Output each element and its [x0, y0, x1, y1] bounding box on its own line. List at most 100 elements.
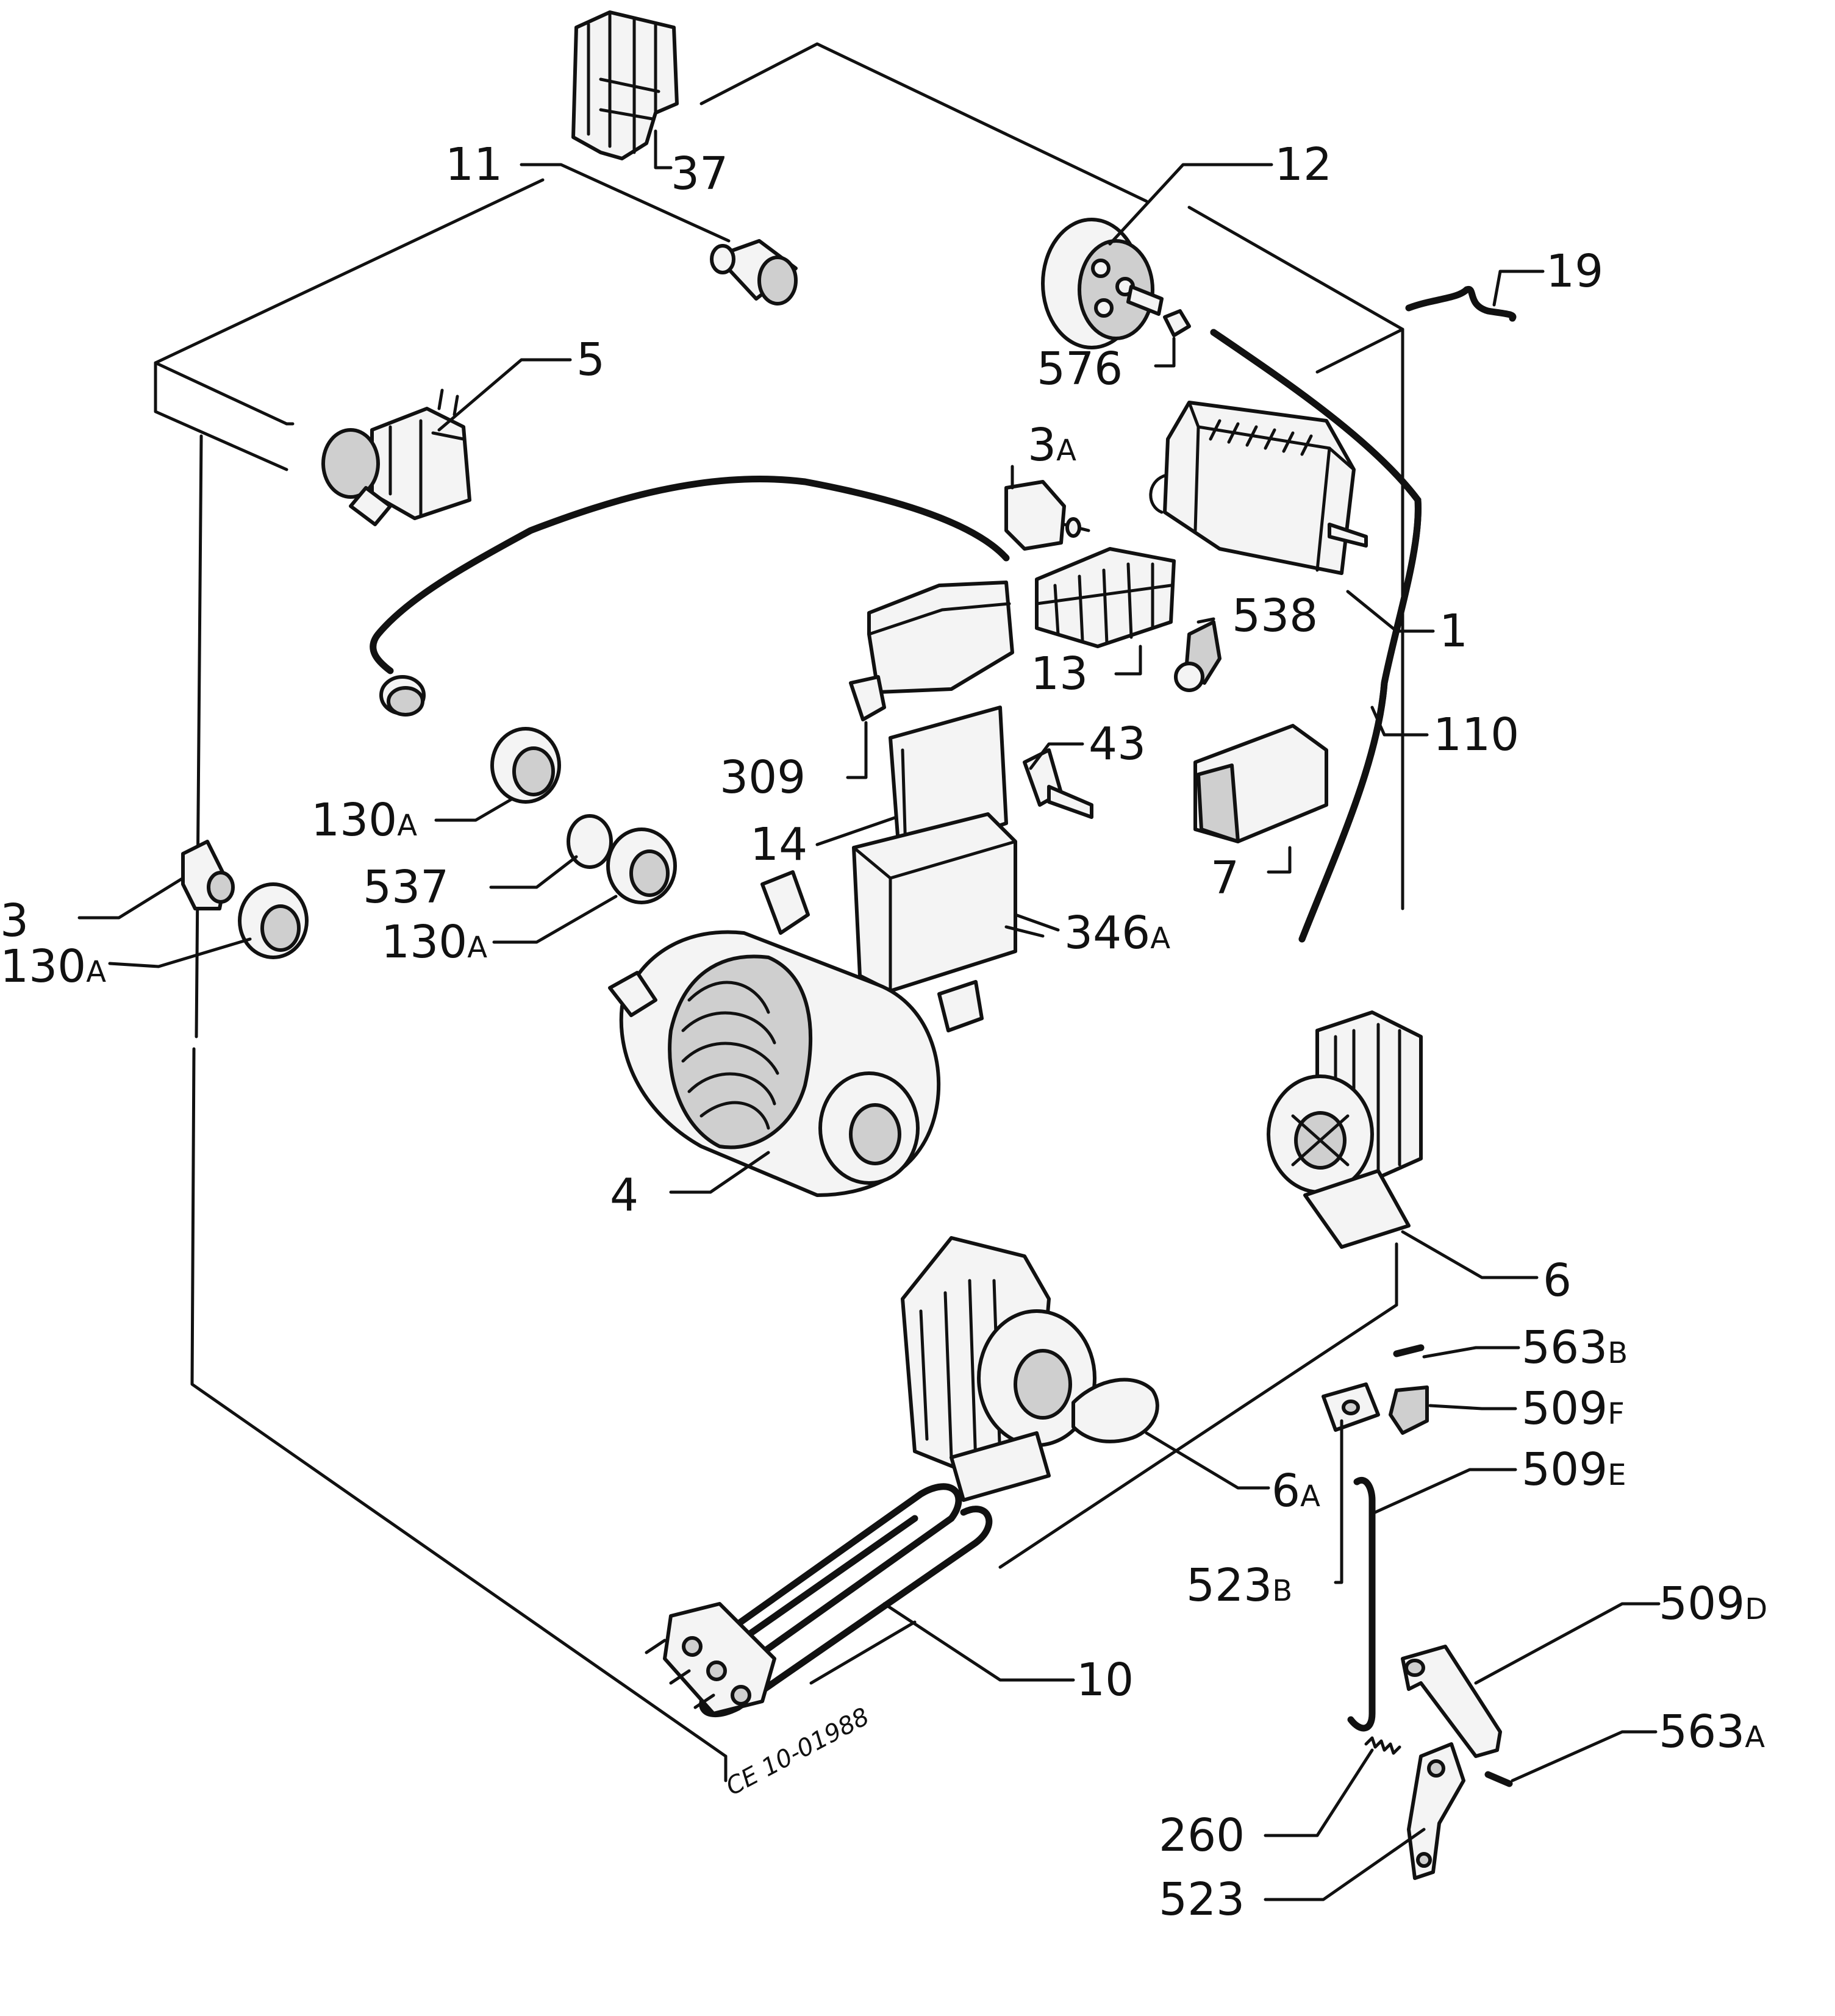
part-3a-door-switch — [1004, 480, 1090, 551]
label-number: 523 — [1159, 1873, 1245, 1926]
label-563b: 563B — [1522, 1321, 1628, 1374]
callout-labels: 37 11 12 19 576 5 3A 1 538 13 110 43 309… — [0, 138, 1767, 1926]
label-number: 37 — [671, 148, 728, 200]
label-suffix: D — [1745, 1592, 1767, 1626]
part-576-small-screw — [1163, 309, 1191, 337]
label-130a-top: 130A — [311, 794, 417, 846]
label-509e: 509E — [1522, 1443, 1626, 1496]
label-number: 523 — [1186, 1559, 1272, 1612]
label-number: 6 — [1543, 1254, 1572, 1307]
label-523: 523 — [1159, 1873, 1245, 1926]
label-number: 260 — [1159, 1809, 1245, 1862]
label-7: 7 — [1211, 852, 1239, 904]
label-number: 110 — [1433, 709, 1519, 761]
label-number: 14 — [750, 818, 807, 871]
label-suffix: F — [1608, 1397, 1625, 1431]
part-110-hose — [1210, 329, 1422, 943]
label-number: 130 — [311, 794, 397, 846]
label-number: 6 — [1272, 1465, 1300, 1517]
label-6a: 6A — [1272, 1465, 1320, 1517]
label-number: 43 — [1089, 718, 1146, 770]
label-suffix: B — [1272, 1574, 1292, 1608]
part-509e-rod — [1347, 1477, 1376, 1732]
part-43-switch — [1023, 748, 1093, 819]
label-5: 5 — [576, 334, 605, 386]
label-number: 7 — [1211, 852, 1239, 904]
label-number: 3 — [1028, 419, 1056, 471]
part-11-pressure-part — [710, 239, 798, 306]
label-538: 538 — [1232, 590, 1318, 642]
label-537: 537 — [363, 861, 449, 913]
label-number: 576 — [1037, 343, 1123, 395]
label-number: 509 — [1659, 1578, 1745, 1630]
leader-lines — [77, 163, 1661, 1901]
part-5-inlet-valve — [321, 388, 471, 526]
label-563a: 563A — [1659, 1706, 1765, 1758]
label-509d: 509D — [1659, 1578, 1767, 1630]
part-130a-mid-gasket — [606, 827, 677, 904]
label-number: 5 — [576, 334, 605, 386]
part-538-clip — [1174, 620, 1222, 692]
label-number: 509 — [1522, 1382, 1608, 1435]
part-37-bracket — [571, 10, 679, 170]
part-509f-cam — [1389, 1385, 1429, 1435]
label-number: 309 — [720, 751, 806, 804]
label-509f: 509F — [1522, 1382, 1625, 1435]
label-suffix: A — [86, 955, 106, 989]
label-suffix: B — [1608, 1336, 1628, 1370]
label-4: 4 — [610, 1169, 638, 1221]
part-563a-pin — [1484, 1771, 1513, 1787]
part-523-lever — [1407, 1742, 1465, 1880]
label-number: 563 — [1659, 1706, 1745, 1758]
part-19-rod — [1405, 286, 1517, 322]
part-6a-circulation-pump — [901, 1236, 1159, 1502]
label-number: 10 — [1076, 1654, 1134, 1706]
label-suffix: A — [467, 931, 487, 965]
cable-wiring — [370, 476, 1010, 717]
label-523b: 523B — [1186, 1559, 1292, 1612]
drawing-code: CE 10-01988 — [721, 1703, 874, 1801]
label-12: 12 — [1275, 138, 1332, 191]
label-number: 3 — [0, 895, 29, 947]
label-number: 130 — [0, 940, 86, 993]
part-6-drain-pump — [1267, 1010, 1423, 1249]
label-11: 11 — [445, 138, 503, 191]
label-10: 10 — [1076, 1654, 1134, 1706]
label-14: 14 — [750, 818, 807, 871]
part-537-disc — [567, 814, 613, 869]
label-260: 260 — [1159, 1809, 1245, 1862]
label-suffix: E — [1608, 1458, 1626, 1492]
label-110: 110 — [1433, 709, 1519, 761]
part-346a-dispenser-box — [852, 812, 1017, 993]
label-number: 130 — [381, 916, 467, 968]
label-number: 4 — [610, 1169, 638, 1221]
part-130a-left-gasket — [238, 882, 309, 959]
label-130a-mid: 130A — [381, 916, 487, 968]
label-3: 3 — [0, 895, 29, 947]
label-number: 11 — [445, 138, 503, 191]
part-509d-lever — [1401, 1645, 1502, 1758]
label-1: 1 — [1439, 605, 1468, 657]
label-suffix: A — [1745, 1720, 1765, 1754]
part-3-switch — [181, 840, 235, 910]
label-number: 346 — [1064, 907, 1150, 959]
label-number: 563 — [1522, 1321, 1608, 1374]
label-3a: 3A — [1028, 419, 1076, 471]
label-number: 538 — [1232, 590, 1318, 642]
label-576: 576 — [1037, 343, 1123, 395]
label-suffix: A — [1300, 1479, 1320, 1514]
label-346a: 346A — [1064, 907, 1170, 959]
label-suffix: A — [1150, 921, 1170, 956]
label-13: 13 — [1031, 648, 1088, 700]
label-number: 13 — [1031, 648, 1088, 700]
label-37: 37 — [671, 148, 728, 200]
part-523b-plate — [1322, 1382, 1380, 1432]
part-13-terminal-block — [1035, 547, 1176, 648]
part-12-selector-knob — [1041, 218, 1164, 349]
label-309: 309 — [720, 751, 806, 804]
part-309-dispenser-cover — [849, 581, 1014, 721]
part-130a-top-gasket — [490, 727, 561, 804]
label-number: 509 — [1522, 1443, 1608, 1496]
